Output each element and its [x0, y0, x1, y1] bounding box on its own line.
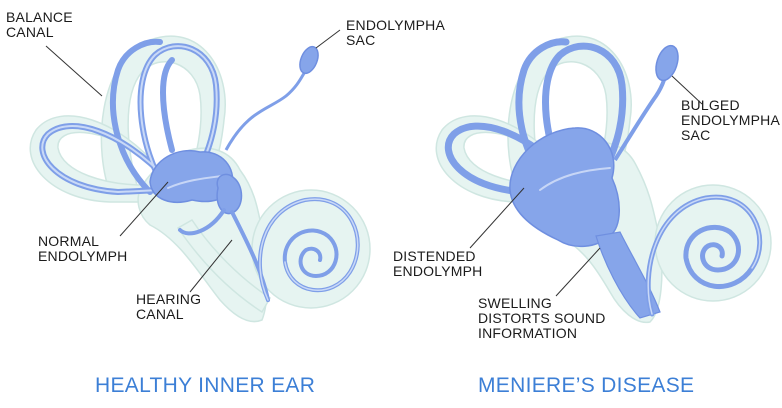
- label-bulged-endolympha-sac: BULGED ENDOLYMPHA SAC: [681, 98, 780, 143]
- label-endolympha-sac: ENDOLYMPHA SAC: [346, 18, 445, 48]
- label-hearing-canal: HEARING CANAL: [136, 292, 201, 322]
- label-swelling-line1: SWELLING: [478, 296, 606, 311]
- label-distended-endolymph: DISTENDED ENDOLYMPH: [393, 249, 482, 279]
- menieres-inner-ear: [436, 36, 771, 322]
- leader-swelling: [556, 248, 600, 296]
- caption-healthy-inner-ear: HEALTHY INNER EAR: [95, 374, 315, 398]
- endolymph-duct-left: [226, 70, 306, 150]
- label-bulged-sac-line2: ENDOLYMPHA: [681, 113, 780, 128]
- label-swelling: SWELLING DISTORTS SOUND INFORMATION: [478, 296, 606, 341]
- label-bulged-sac-line1: BULGED: [681, 98, 780, 113]
- label-swelling-line2: DISTORTS SOUND: [478, 311, 606, 326]
- label-distended-endolymph-line2: ENDOLYMPH: [393, 264, 482, 279]
- label-normal-endolymph-line2: ENDOLYMPH: [38, 249, 127, 264]
- leader-endolympha-sac: [316, 30, 340, 48]
- label-endolympha-sac-line2: SAC: [346, 33, 445, 48]
- label-endolympha-sac-line1: ENDOLYMPHA: [346, 18, 445, 33]
- caption-menieres-disease: MENIERE’S DISEASE: [478, 374, 694, 398]
- label-balance-canal: BALANCE CANAL: [6, 10, 73, 40]
- label-distended-endolymph-line1: DISTENDED: [393, 249, 482, 264]
- label-hearing-canal-line2: CANAL: [136, 307, 201, 322]
- label-bulged-sac-line3: SAC: [681, 128, 780, 143]
- label-normal-endolymph: NORMAL ENDOLYMPH: [38, 234, 127, 264]
- label-balance-canal-line2: CANAL: [6, 25, 73, 40]
- endolymphatic-sac-left: [296, 44, 321, 76]
- label-balance-canal-line1: BALANCE: [6, 10, 73, 25]
- bulged-endolymphatic-sac: [652, 43, 682, 83]
- label-normal-endolymph-line1: NORMAL: [38, 234, 127, 249]
- leader-balance-canal: [46, 46, 102, 96]
- label-hearing-canal-line1: HEARING: [136, 292, 201, 307]
- label-swelling-line3: INFORMATION: [478, 326, 606, 341]
